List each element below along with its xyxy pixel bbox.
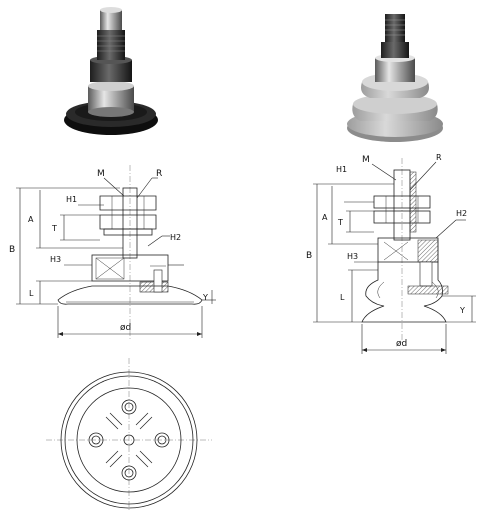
left-label-od: ød [120, 323, 131, 333]
left-label-T: T [51, 224, 57, 233]
left-label-B: B [9, 245, 15, 255]
right-label-H1: H1 [336, 165, 347, 174]
left-label-R: R [156, 169, 162, 179]
right-label-T: T [337, 218, 343, 227]
bottom-view-drawing [46, 358, 212, 512]
right-technical-drawing: M R H1 H2 H3 A T B L Y ød [306, 153, 476, 354]
right-label-R: R [436, 153, 442, 162]
right-label-L: L [340, 293, 345, 302]
right-label-M: M [362, 155, 370, 165]
left-label-L: L [29, 289, 34, 298]
left-label-M: M [97, 169, 105, 179]
left-technical-drawing: M R H1 H2 H3 A T B L Y ød [9, 165, 216, 340]
left-label-H1: H1 [66, 195, 77, 204]
left-label-A: A [28, 215, 34, 224]
right-label-Y: Y [459, 306, 465, 315]
right-label-B: B [306, 251, 312, 261]
right-label-od: ød [396, 339, 407, 349]
bellows-suction-cup-photo [347, 14, 443, 142]
left-label-H2: H2 [170, 233, 181, 242]
left-label-H3: H3 [50, 255, 61, 264]
right-label-H3: H3 [347, 252, 358, 261]
left-label-Y: Y [202, 293, 208, 302]
flat-suction-cup-photo [64, 7, 158, 135]
right-label-H2: H2 [456, 209, 467, 218]
right-label-A: A [322, 213, 328, 222]
